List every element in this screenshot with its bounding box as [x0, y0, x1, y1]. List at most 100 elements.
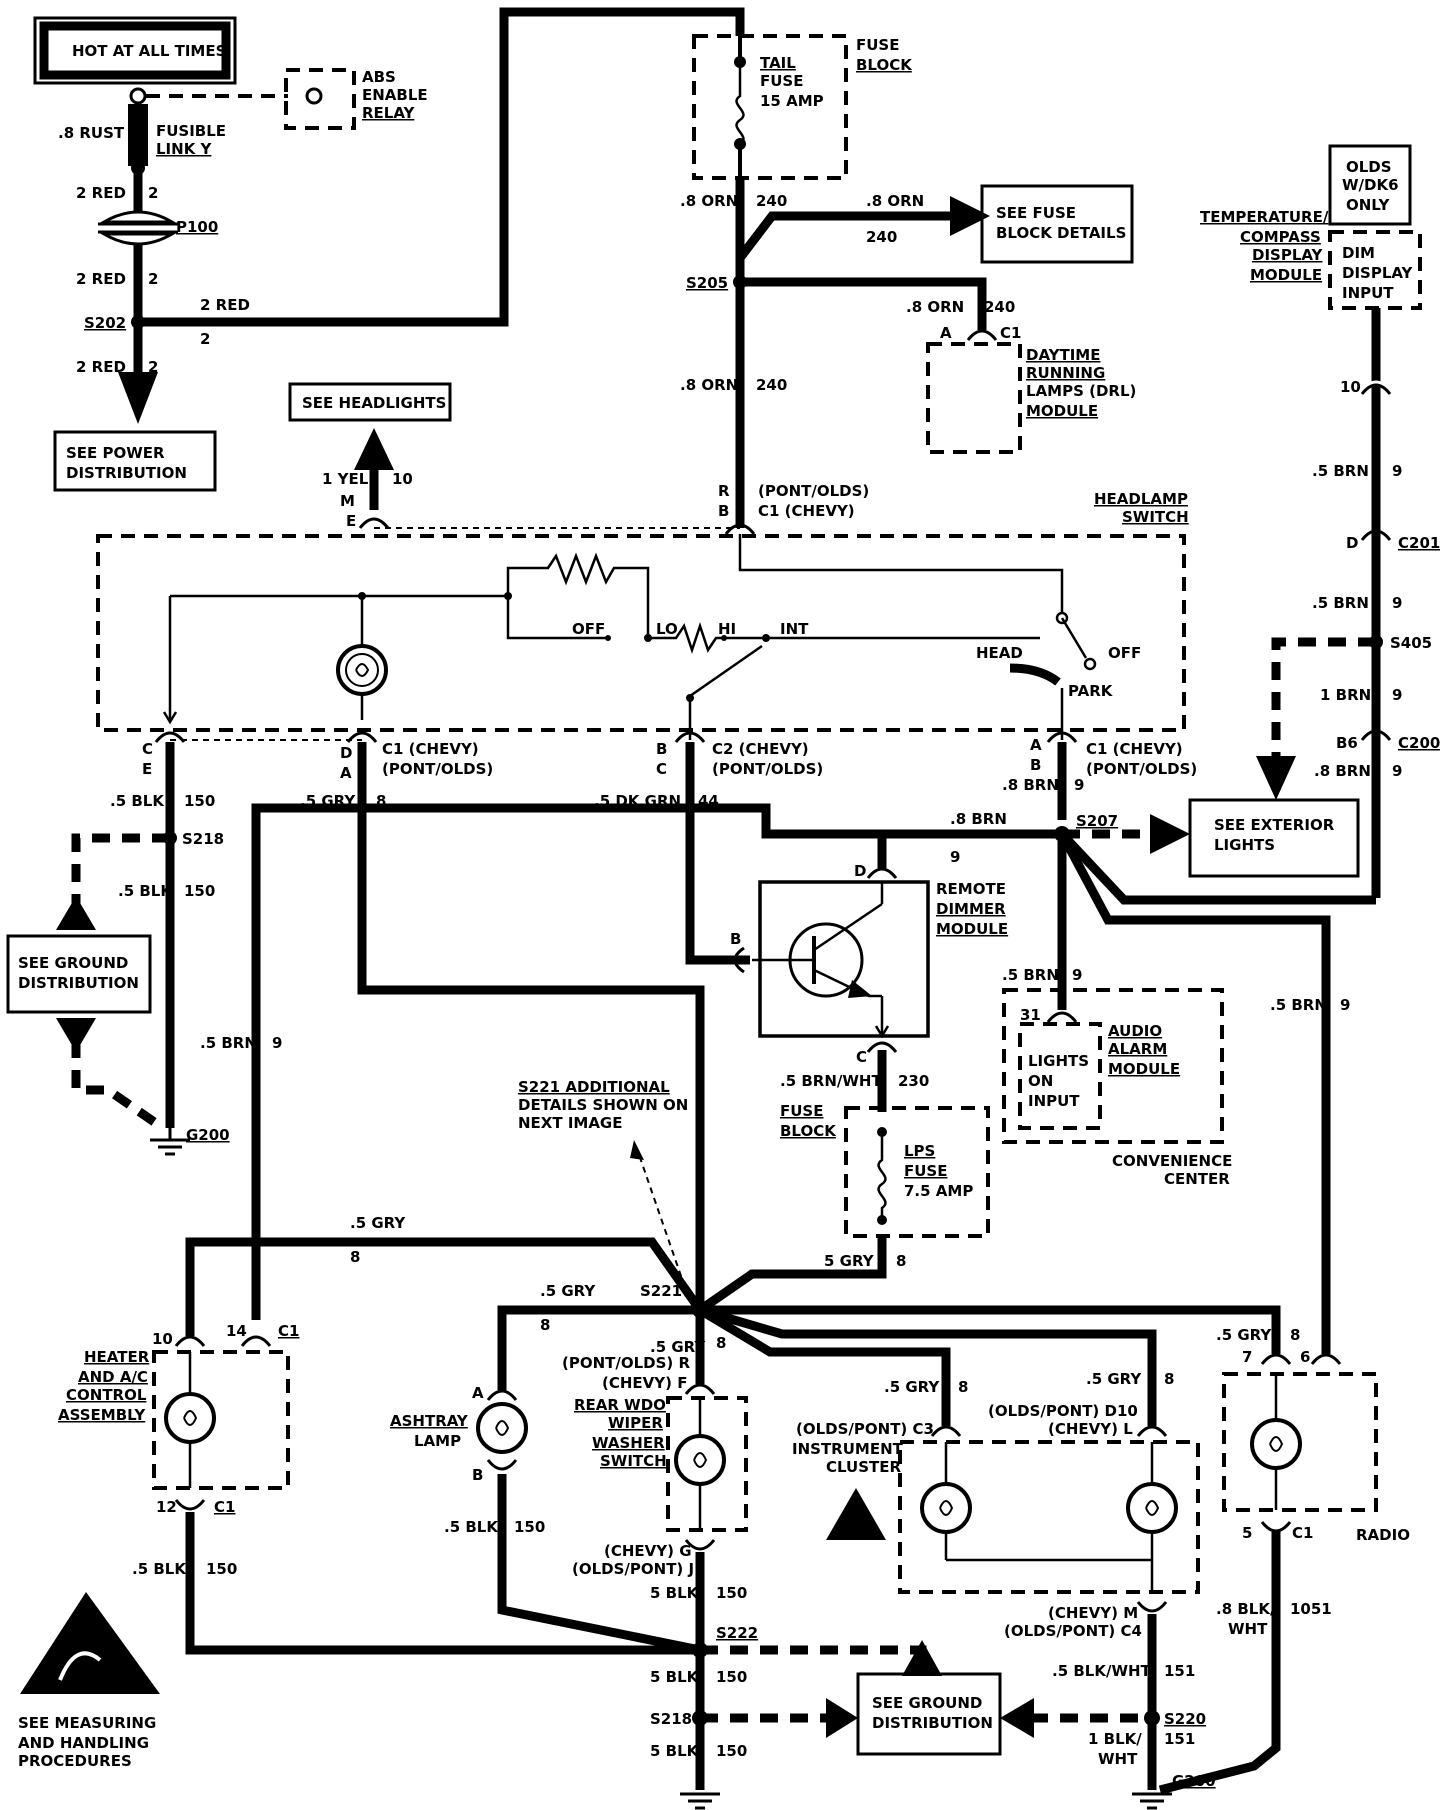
see-power-distribution-box: SEE POWER DISTRIBUTION	[53, 430, 217, 492]
wire-gry-heater	[185, 1237, 704, 1336]
splice-s218-b: S218	[650, 1710, 692, 1728]
ground-g200-a-label: G200	[186, 1126, 230, 1144]
splice-s205: S205	[686, 274, 728, 292]
pin-10-h: 10	[152, 1330, 173, 1348]
rear-wiper-switch: .5 GRY (PONT/OLDS) R (CHEVY) F REAR WDO …	[562, 1338, 748, 1578]
pont-olds-4: (PONT/OLDS)	[1086, 760, 1197, 778]
radio-label: RADIO	[1356, 1526, 1410, 1544]
heater-c1: C1	[278, 1322, 299, 1340]
olds-3: ONLY	[1346, 196, 1391, 214]
pin-31: 31	[1020, 1006, 1041, 1024]
esd-2: AND HANDLING	[18, 1734, 149, 1752]
circuit-240-a: 240	[756, 192, 787, 210]
pin-12: 12	[156, 1498, 177, 1516]
rear-4: SWITCH	[600, 1452, 667, 1470]
pin-r: R	[718, 482, 730, 500]
audio-3: MODULE	[1108, 1060, 1180, 1078]
wire-orn-b: .8 ORN	[866, 192, 924, 210]
olds-dk6-note: OLDS W/DK6 ONLY	[1328, 144, 1412, 226]
switch-hi: HI	[718, 620, 736, 638]
connector-p100: P100	[176, 218, 218, 236]
wire-brn-a: .5 BRN	[1312, 462, 1369, 480]
headlamp-label-1: HEADLAMP	[1094, 490, 1188, 508]
pin-b-mid: B	[656, 740, 667, 758]
see-ext-2: LIGHTS	[1214, 836, 1275, 854]
audio-1: AUDIO	[1108, 1022, 1162, 1040]
circuit-1051: 1051	[1290, 1600, 1332, 1618]
s221-note-3: NEXT IMAGE	[518, 1114, 623, 1132]
rear-1: REAR WDO	[574, 1396, 666, 1414]
wire-gry-b: .5 GRY	[350, 1214, 406, 1232]
c1-chevy-label: C1 (CHEVY)	[758, 502, 855, 520]
switch-off-a: OFF	[572, 620, 605, 638]
c2-chevy: C2 (CHEVY)	[712, 740, 809, 758]
fusible-label-2: LINK Y	[156, 140, 213, 158]
pin-b6: B6	[1336, 734, 1358, 752]
tail-fuse-2: FUSE	[760, 72, 803, 90]
wire-brn-8a: .8 BRN	[1314, 762, 1371, 780]
ic-c4: (OLDS/PONT) C4	[1004, 1622, 1142, 1640]
drl-label-3: LAMPS (DRL)	[1026, 382, 1136, 400]
rdm-label-3: MODULE	[936, 920, 1008, 938]
wire-gry-d: .5 GRY	[540, 1282, 596, 1300]
esd-3: PROCEDURES	[18, 1752, 132, 1770]
pin-e: E	[346, 512, 356, 530]
conv-1: CONVENIENCE	[1112, 1152, 1232, 1170]
wire-orn-d: .8 ORN	[680, 376, 738, 394]
splice-s207: S207	[1076, 812, 1118, 830]
ground-g200-a	[150, 1128, 190, 1156]
olds-1: OLDS	[1346, 158, 1392, 176]
circuit-150-d: 150	[514, 1518, 545, 1536]
circuit-8-h: 8	[1164, 1370, 1174, 1388]
heater-4: ASSEMBLY	[58, 1406, 146, 1424]
circuit-240-c: 240	[984, 298, 1015, 316]
see-headlights-label: SEE HEADLIGHTS	[302, 394, 446, 412]
wire-2red-to-fuse	[138, 7, 745, 327]
circuit-9-e: 9	[1074, 776, 1084, 794]
circuit-2-b: 2	[148, 270, 158, 288]
pont-olds-label: (PONT/OLDS)	[758, 482, 869, 500]
pin-d-c201: D	[1346, 534, 1358, 552]
s221-note-1: S221 ADDITIONAL	[518, 1078, 670, 1096]
tail-fuse-3: 15 AMP	[760, 92, 824, 110]
lps-fuse-block: FUSE BLOCK LPS FUSE 7.5 AMP	[780, 1102, 990, 1238]
wire-blkwht-5: .5 BLK/WHT	[1052, 1662, 1152, 1680]
circuit-151-a: 151	[1164, 1662, 1195, 1680]
circuit-151-b: 151	[1164, 1730, 1195, 1748]
rear-2: WIPER	[608, 1414, 663, 1432]
circuit-10-dim: 10	[1340, 378, 1361, 396]
circuit-2-top: 2	[200, 330, 210, 348]
heater-1: HEATER	[84, 1348, 150, 1366]
see-ext-1: SEE EXTERIOR	[1214, 816, 1335, 834]
wire-blk-c: .5 BLK	[132, 1560, 187, 1578]
wire-150-blk-heater	[185, 1512, 700, 1655]
pin-b: B	[718, 502, 729, 520]
wire-brn-e: .5 BRN	[1270, 996, 1327, 1014]
circuit-8-i: 8	[1290, 1326, 1300, 1344]
wire-2red-top: 2 RED	[200, 296, 250, 314]
switch-int: INT	[780, 620, 809, 638]
ic-c3: (OLDS/PONT) C3	[796, 1420, 934, 1438]
circuit-2-a: 2	[148, 184, 158, 202]
circuit-9-c: 9	[1392, 686, 1402, 704]
wire-blk-g: 5 BLK	[650, 1742, 700, 1760]
wire-gry-f: .5 GRY	[884, 1378, 940, 1396]
see-fuse-1: SEE FUSE	[996, 204, 1076, 222]
temp-4: MODULE	[1250, 266, 1322, 284]
wire-blk-e: 5 BLK	[650, 1584, 700, 1602]
splice-s221-label: S221	[640, 1282, 682, 1300]
radio-pin-6: 6	[1300, 1348, 1310, 1366]
circuit-8-d: 8	[540, 1316, 550, 1334]
wire-brn-8b: .8 BRN	[1002, 776, 1059, 794]
headlamp-label-2: SWITCH	[1122, 508, 1189, 526]
fuse-block-label-1: FUSE	[856, 36, 899, 54]
pin-a-left: A	[340, 764, 352, 782]
wire-blk-a: .5 BLK	[110, 792, 165, 810]
circuit-240-b: 240	[866, 228, 897, 246]
dim-3: INPUT	[1342, 284, 1394, 302]
hot-at-all-times-label: HOT AT ALL TIMES	[72, 42, 226, 60]
wire-orn-a: .8 ORN	[680, 192, 738, 210]
ground-center	[680, 1792, 720, 1810]
see-ground-2: DISTRIBUTION	[18, 974, 139, 992]
